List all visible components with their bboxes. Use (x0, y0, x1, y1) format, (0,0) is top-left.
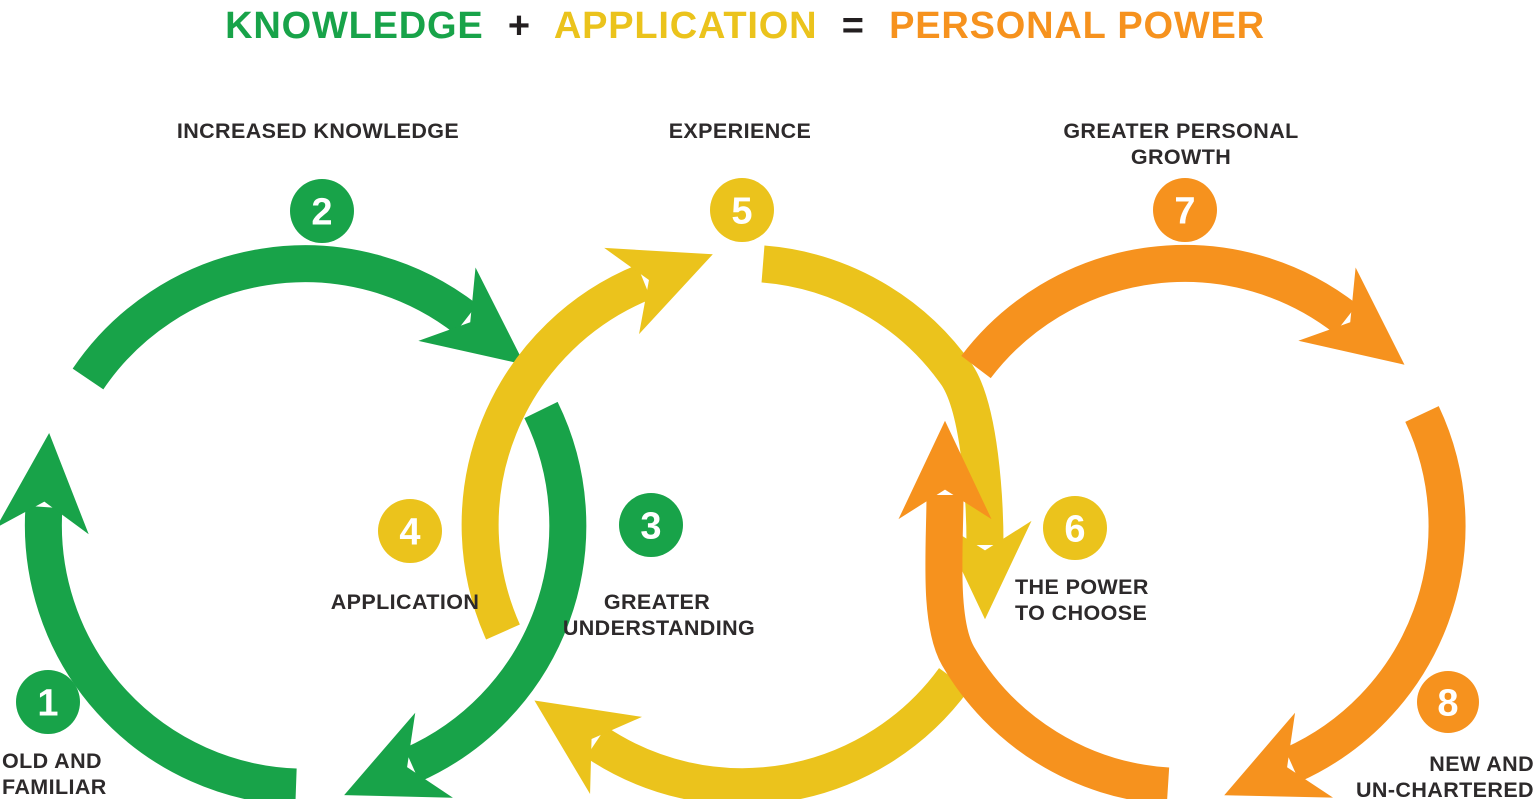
step-badge-8: 8 (1417, 671, 1479, 733)
page-title: KNOWLEDGE + APPLICATION = PERSONAL POWER (225, 5, 1265, 47)
green-arc-left-up-arrow (0, 432, 297, 799)
step-8-number: 8 (1437, 683, 1458, 725)
step-6-number: 6 (1064, 509, 1085, 551)
orange-arc-right-down-arrow (1224, 406, 1466, 798)
step-badge-2: 2 (290, 179, 354, 243)
step-5-number: 5 (731, 191, 752, 233)
label-old-and-familiar-line1: OLD AND (2, 749, 102, 773)
orange-arc-left-up-arrow (898, 420, 1170, 799)
label-application: APPLICATION (331, 590, 480, 614)
label-the-power-to-choose-line2: TO CHOOSE (1015, 601, 1147, 625)
label-greater-personal-growth-line1: GREATER PERSONAL (1063, 119, 1298, 143)
step-badge-7: 7 (1153, 178, 1217, 242)
step-5-circle (710, 178, 774, 242)
step-7-circle (1153, 178, 1217, 242)
title-knowledge: KNOWLEDGE (225, 5, 483, 47)
label-new-and-unchartered-line2: UN-CHARTERED (1356, 778, 1534, 799)
orange-arc-top-arrow (961, 244, 1405, 379)
title-plus-sign: + (508, 5, 531, 47)
step-6-circle (1043, 496, 1107, 560)
label-new-and-unchartered-line1: NEW AND (1429, 752, 1534, 776)
title-equals-sign: = (842, 5, 865, 47)
label-experience: EXPERIENCE (669, 119, 812, 143)
orange-growth-cycle (898, 244, 1466, 799)
label-greater-understanding-line1: GREATER (604, 590, 710, 614)
label-greater-understanding-line2: UNDERSTANDING (563, 616, 755, 640)
step-7-number: 7 (1174, 191, 1195, 233)
step-2-circle (290, 179, 354, 243)
title-personal-power: PERSONAL POWER (889, 5, 1265, 47)
green-arc-right-down-arrow (344, 401, 587, 798)
yellow-arc-bottom-arrow (534, 668, 969, 799)
step-3-number: 3 (640, 506, 661, 548)
label-increased-knowledge: INCREASED KNOWLEDGE (177, 119, 459, 143)
step-2-number: 2 (311, 192, 332, 234)
step-3-circle (619, 493, 683, 557)
step-badge-1: 1 (16, 670, 80, 734)
step-4-number: 4 (399, 512, 420, 554)
step-4-circle (378, 499, 442, 563)
label-greater-personal-growth-line2: GROWTH (1131, 145, 1231, 169)
label-old-and-familiar-line2: FAMILIAR (2, 775, 107, 799)
step-1-circle (16, 670, 80, 734)
step-badge-6: 6 (1043, 496, 1107, 560)
label-the-power-to-choose-line1: THE POWER (1015, 575, 1149, 599)
title-application: APPLICATION (554, 5, 818, 47)
green-arc-top-arrow (72, 245, 525, 390)
yellow-arc-left-up-arrow (461, 247, 713, 640)
step-badge-3: 3 (619, 493, 683, 557)
green-knowledge-cycle (0, 245, 587, 799)
step-8-circle (1417, 671, 1479, 733)
step-badge-4: 4 (378, 499, 442, 563)
step-badge-5: 5 (710, 178, 774, 242)
step-1-number: 1 (37, 683, 58, 725)
